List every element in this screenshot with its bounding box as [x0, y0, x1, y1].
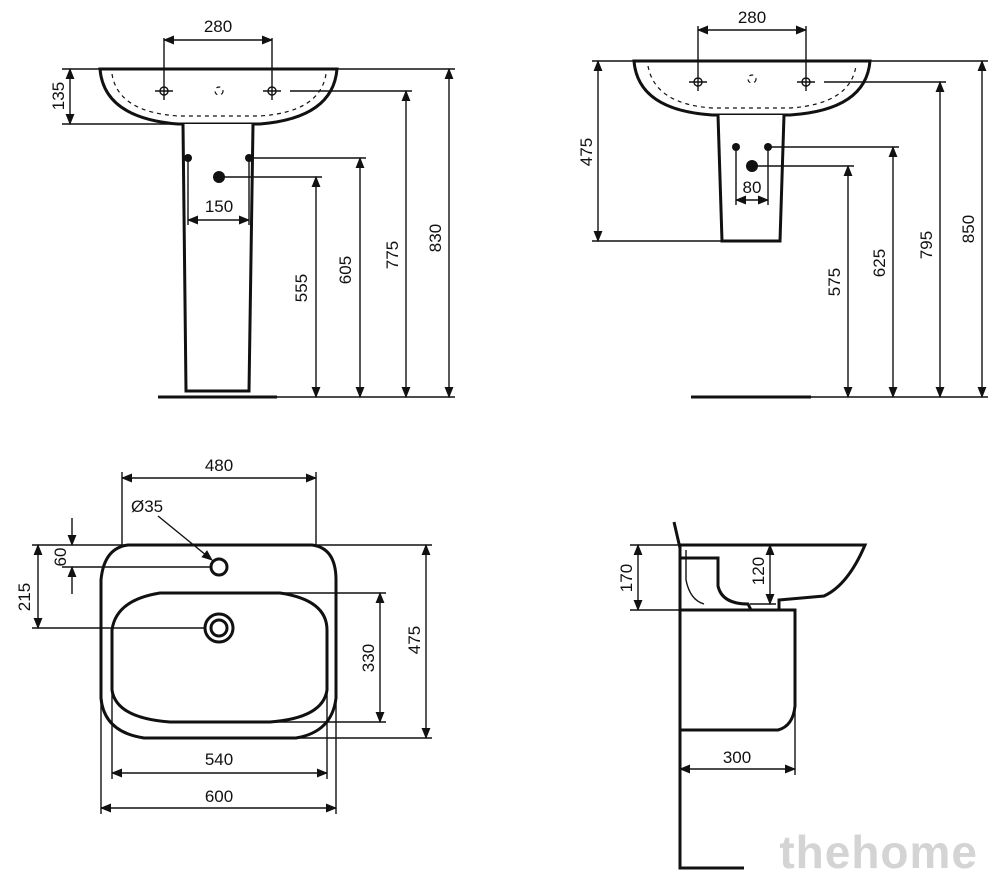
dim-outlet-height: 575 [825, 268, 844, 296]
basin-side-profile [678, 543, 868, 614]
watermark: thehome [779, 826, 978, 878]
dim-total-width: 600 [205, 787, 233, 806]
dim-rim-height: 135 [49, 82, 68, 110]
dim-tap-hole-diameter: Ø35 [131, 497, 163, 516]
dim-supply-height: 625 [870, 249, 889, 277]
dim-tap-spacing: 280 [738, 8, 766, 27]
dim-bowl-height: 475 [577, 138, 596, 166]
dim-tap-hole-offset: 60 [51, 548, 70, 567]
basin-outline [632, 59, 872, 117]
pedestal-front-view: 280 135 150 555 605 775 830 [49, 17, 455, 399]
tap-hole-left [155, 82, 173, 100]
pedestal-column [181, 123, 255, 393]
dim-rim-height: 170 [617, 564, 636, 592]
side-view: 170 120 300 [617, 521, 868, 870]
dim-pipe-spacing: 150 [205, 197, 233, 216]
dim-inner-width-top: 480 [205, 456, 233, 475]
dim-fixing-height: 795 [917, 231, 936, 259]
basin-inner-outline [647, 65, 857, 109]
tap-hole-right [263, 82, 281, 100]
tap-hole-left [689, 73, 707, 91]
dim-total-depth: 475 [405, 626, 424, 654]
dim-pedestal-projection: 300 [723, 748, 751, 767]
dim-outlet-height: 555 [292, 274, 311, 302]
basin-outline [98, 67, 339, 126]
tap-hole [209, 557, 229, 577]
dim-bowl-depth: 120 [749, 557, 768, 585]
dim-bowl-width: 540 [205, 750, 233, 769]
dim-total-height: 830 [426, 224, 445, 252]
dim-bowl-depth: 330 [359, 644, 378, 672]
dim-supply-height: 605 [336, 256, 355, 284]
bowl-outline [110, 591, 329, 724]
plan-view: 480 Ø35 60 215 330 475 540 600 [15, 456, 432, 814]
waste-hole-inner [209, 618, 229, 638]
dim-fixing-height: 775 [383, 241, 402, 269]
basin-inner-wall [685, 550, 705, 605]
dim-waste-offset: 215 [15, 583, 34, 611]
semi-pedestal-front-view: 280 475 80 575 625 795 850 [577, 8, 988, 399]
pedestal-side-profile [678, 608, 797, 732]
center-tap-hole [214, 86, 224, 96]
dim-pipe-spacing: 80 [743, 178, 762, 197]
center-tap-hole [747, 74, 757, 84]
dim-tap-spacing: 280 [204, 17, 232, 36]
dim-total-height: 850 [959, 215, 978, 243]
tap-hole-right [797, 73, 815, 91]
